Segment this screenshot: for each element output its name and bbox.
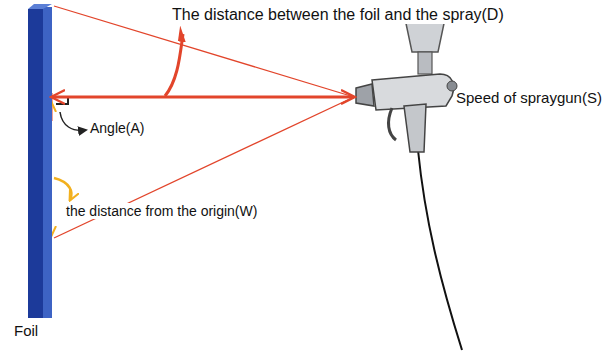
d-pointer [165,34,183,96]
origin-distance-label: the distance from the origin(W) [64,203,259,219]
foil-bar: Foil [28,4,52,318]
foil-top [28,4,52,9]
foil-side [42,7,52,318]
spray-line [54,97,354,238]
gun-trigger [389,108,396,140]
distance-label: The distance between the foil and the sp… [170,6,506,24]
gun-knob [447,81,457,91]
node-label: Foil [14,322,38,339]
distance-arrow [52,96,354,99]
w-pointer [54,178,71,200]
gun-handle [404,104,426,152]
spray-gun: Speed of spraygun(S) [354,8,606,158]
gun-hose [418,150,462,350]
gun-neck [418,52,432,74]
gun-nozzle [356,84,374,106]
foil-front [28,9,43,318]
a-pointer [60,112,86,130]
node-label: Speed of spraygun(S) [456,89,602,106]
angle-label: Angle(A) [88,120,146,136]
